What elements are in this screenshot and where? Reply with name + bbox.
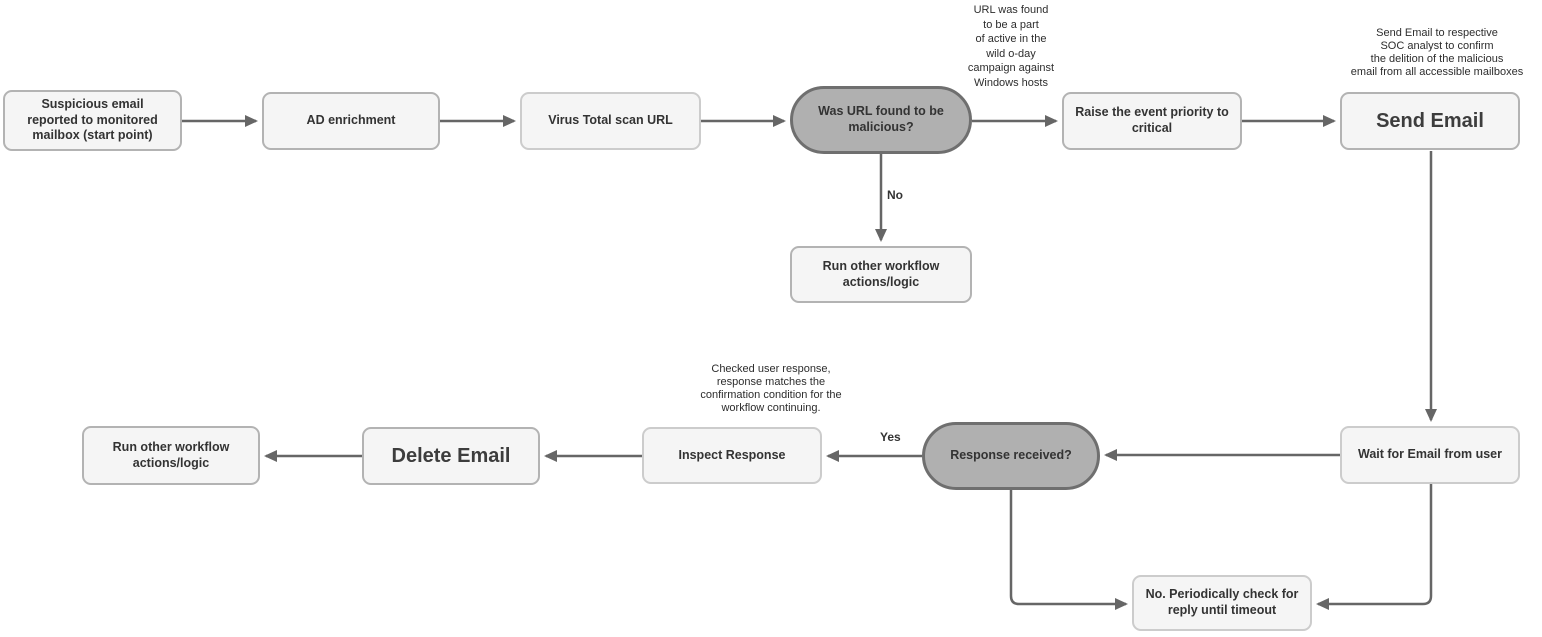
node-inspect-response-label: Inspect Response (678, 447, 786, 462)
node-periodic-check: No. Periodically check for reply until t… (1132, 575, 1312, 631)
node-raise-priority: Raise the event priority to critical (1062, 92, 1242, 150)
annotation-send-email: Send Email to respective SOC analyst to … (1350, 27, 1524, 78)
node-virus-total-label: Virus Total scan URL (548, 113, 673, 128)
node-start-label: Suspicious email reported to monitored m… (27, 97, 158, 143)
node-run-other-workflow-top-label: Run other workflow actions/logic (822, 258, 940, 289)
node-wait-for-email-label: Wait for Email from user (1357, 447, 1502, 462)
node-run-other-workflow-bottom-label: Run other workflow actions/logic (112, 439, 230, 470)
edge-response-no-to-periodic (1009, 490, 1128, 610)
edge-label-no: No (887, 188, 903, 202)
node-virus-total: Virus Total scan URL (520, 92, 701, 150)
node-send-email: Send Email (1340, 92, 1520, 150)
node-response-received-decision-label: Response received? (950, 448, 1072, 463)
node-wait-for-email: Wait for Email from user (1340, 426, 1520, 484)
node-url-malicious-decision: Was URL found to be malicious? (790, 86, 972, 154)
node-run-other-workflow-top: Run other workflow actions/logic (790, 246, 972, 303)
node-url-malicious-decision-label: Was URL found to be malicious? (818, 104, 944, 134)
node-delete-email-label: Delete Email (391, 444, 511, 467)
annotation-zero-day: URL was found to be a part of active in … (967, 4, 1055, 89)
node-raise-priority-label: Raise the event priority to critical (1075, 105, 1229, 135)
node-delete-email: Delete Email (362, 427, 540, 485)
node-send-email-label: Send Email (1376, 109, 1484, 132)
node-inspect-response: Inspect Response (642, 427, 822, 484)
node-periodic-check-label: No. Periodically check for reply until t… (1145, 587, 1299, 617)
node-run-other-workflow-bottom: Run other workflow actions/logic (82, 426, 260, 485)
edge-label-yes: Yes (880, 430, 901, 444)
node-ad-enrichment: AD enrichment (262, 92, 440, 150)
node-start: Suspicious email reported to monitored m… (3, 90, 182, 151)
edge-wait-to-periodic (1316, 484, 1433, 610)
annotation-inspect-response: Checked user response, response matches … (700, 363, 842, 414)
node-response-received-decision: Response received? (922, 422, 1100, 490)
node-ad-enrichment-label: AD enrichment (306, 113, 396, 128)
